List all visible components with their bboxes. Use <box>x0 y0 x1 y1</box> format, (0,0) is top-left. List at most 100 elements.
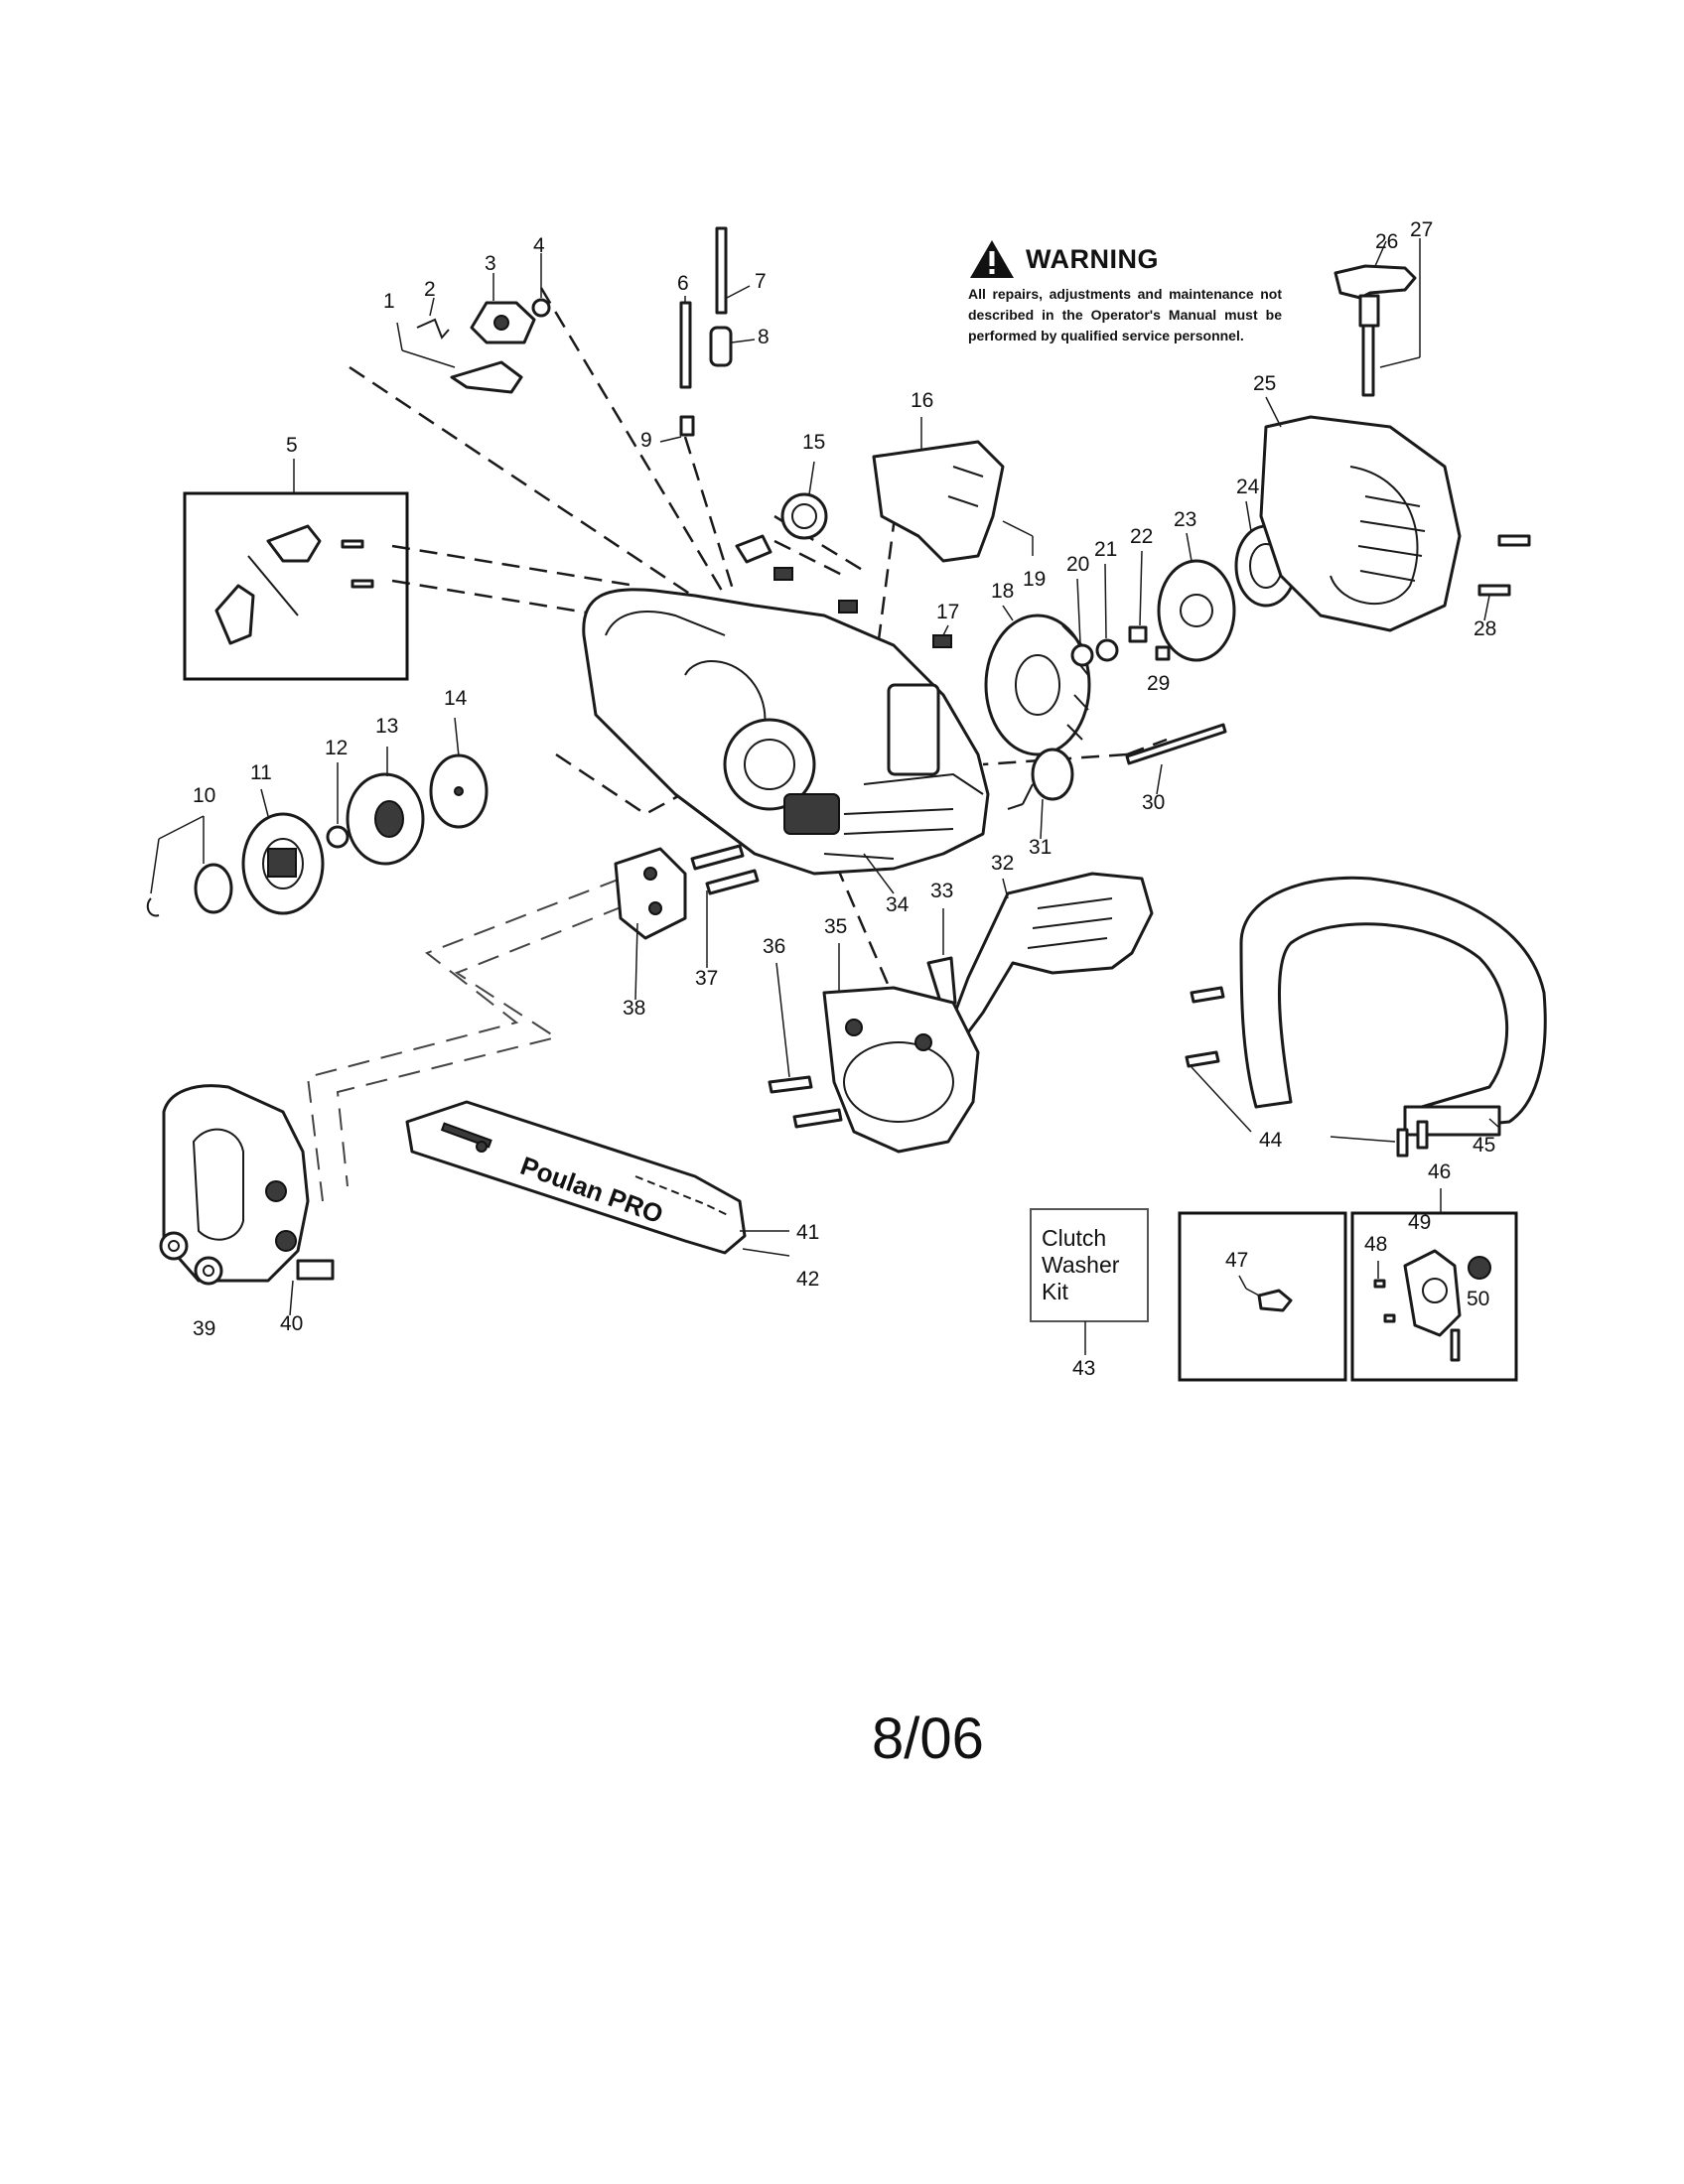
callout-14: 14 <box>444 687 468 710</box>
part-23-starter-pulley <box>1157 532 1236 662</box>
callout-6: 6 <box>677 272 689 295</box>
callout-23: 23 <box>1174 508 1196 531</box>
part-47-box <box>1178 1211 1347 1382</box>
part-32-chain-brake <box>951 872 1154 1034</box>
callout-43: 43 <box>1072 1357 1095 1380</box>
part-40-sprocket-cover <box>162 1084 335 1316</box>
callout-32: 32 <box>991 852 1014 875</box>
callout-37: 37 <box>695 967 718 990</box>
callout-50: 50 <box>1467 1288 1489 1310</box>
part-38-chain-adjuster <box>614 847 687 1001</box>
part-3-throttle-trigger <box>470 273 536 344</box>
part-4-clip <box>531 253 551 318</box>
callout-25: 25 <box>1253 372 1276 395</box>
callout-38: 38 <box>623 997 645 1020</box>
part-41-saw-chain <box>634 1175 789 1232</box>
callout-31: 31 <box>1029 836 1052 859</box>
part-34-engine-housing <box>582 588 990 894</box>
callout-15: 15 <box>802 431 825 454</box>
callout-16: 16 <box>911 389 933 412</box>
part-27-starter-rope <box>1361 238 1421 397</box>
part-14-disc <box>429 717 489 829</box>
callout-46: 46 <box>1428 1160 1451 1183</box>
callout-19: 19 <box>1023 568 1046 591</box>
warning-triangle-icon <box>970 240 1014 278</box>
date-stamp: 8/06 <box>872 1706 984 1771</box>
callout-12: 12 <box>325 737 348 759</box>
part-45-front-handle <box>1239 876 1547 1137</box>
part-36-screws <box>768 962 843 1129</box>
part-26-starter-handle <box>1333 240 1417 328</box>
part-28-screws <box>1477 534 1531 621</box>
callout-3: 3 <box>485 252 496 275</box>
callout-39: 39 <box>193 1317 215 1340</box>
part-22-screw <box>1128 550 1148 643</box>
part-20-washer <box>1070 578 1094 667</box>
callout-49: 49 <box>1408 1211 1431 1234</box>
part-11-clutch-drum <box>241 788 325 915</box>
callout-18: 18 <box>991 580 1014 603</box>
part-35-brake-band-assembly <box>822 943 980 1154</box>
part-46-oil-pump-kit <box>1350 1188 1518 1382</box>
callout-21: 21 <box>1094 538 1117 561</box>
part-29-screw <box>1155 645 1171 661</box>
part-33-spike <box>926 908 957 1007</box>
part-42-guide-bar <box>405 1100 790 1257</box>
callout-24: 24 <box>1236 476 1260 498</box>
clutch-washer-kit-label: Clutch Washer Kit <box>1042 1225 1120 1304</box>
callout-4: 4 <box>533 234 545 257</box>
part-6-pin <box>679 296 692 389</box>
part-8-fuel-filter <box>709 326 756 367</box>
part-9-grommet <box>659 415 695 443</box>
part-10-clip <box>146 815 233 917</box>
callout-44: 44 <box>1259 1129 1283 1152</box>
callout-8: 8 <box>758 326 770 348</box>
callout-29: 29 <box>1147 672 1170 695</box>
callout-48: 48 <box>1364 1233 1387 1256</box>
callout-9: 9 <box>640 429 652 452</box>
part-25-starter-housing <box>1259 396 1462 632</box>
part-43-kit-box <box>1030 1208 1149 1355</box>
part-1-lever <box>396 322 523 394</box>
callout-40: 40 <box>280 1312 303 1335</box>
callout-45: 45 <box>1473 1134 1495 1157</box>
part-37-bar-studs <box>690 844 760 968</box>
callout-13: 13 <box>375 715 398 738</box>
callout-17: 17 <box>936 601 959 623</box>
warning-text: All repairs, adjustments and maintenance… <box>968 286 1282 343</box>
part-7-fuel-line <box>715 226 751 315</box>
part-30-rod <box>1125 723 1227 795</box>
callout-35: 35 <box>824 915 847 938</box>
part-31-air-valve <box>1007 748 1074 840</box>
callout-5: 5 <box>286 434 298 457</box>
part-15-primer <box>735 461 828 564</box>
callout-7: 7 <box>755 270 767 293</box>
callout-28: 28 <box>1474 617 1496 640</box>
part-18-flywheel <box>984 605 1091 756</box>
callout-36: 36 <box>763 935 785 958</box>
part-21-nut <box>1095 563 1119 662</box>
callout-30: 30 <box>1142 791 1165 814</box>
part-17-clips <box>773 567 952 648</box>
warning-title: WARNING <box>1026 244 1159 274</box>
callout-27: 27 <box>1410 218 1433 241</box>
callout-47: 47 <box>1225 1249 1248 1272</box>
callout-42: 42 <box>796 1268 819 1291</box>
callout-26: 26 <box>1375 230 1398 253</box>
callout-34: 34 <box>886 893 910 916</box>
part-5-kit-box <box>183 459 409 681</box>
callout-10: 10 <box>193 784 215 807</box>
callout-20: 20 <box>1066 553 1089 576</box>
part-13-clutch <box>346 747 425 866</box>
callout-labels: 1 2 3 4 5 6 7 8 9 10 11 12 13 14 15 16 1… <box>193 218 1496 1380</box>
part-19-shield <box>872 440 1034 563</box>
callout-33: 33 <box>930 880 953 902</box>
part-44-screws <box>1185 986 1429 1158</box>
callout-1: 1 <box>383 290 395 313</box>
part-12-washer <box>326 762 350 849</box>
callout-2: 2 <box>424 278 436 301</box>
part-2-spring <box>416 297 450 340</box>
part-39-bar-nuts <box>159 1231 223 1286</box>
callout-41: 41 <box>796 1221 819 1244</box>
